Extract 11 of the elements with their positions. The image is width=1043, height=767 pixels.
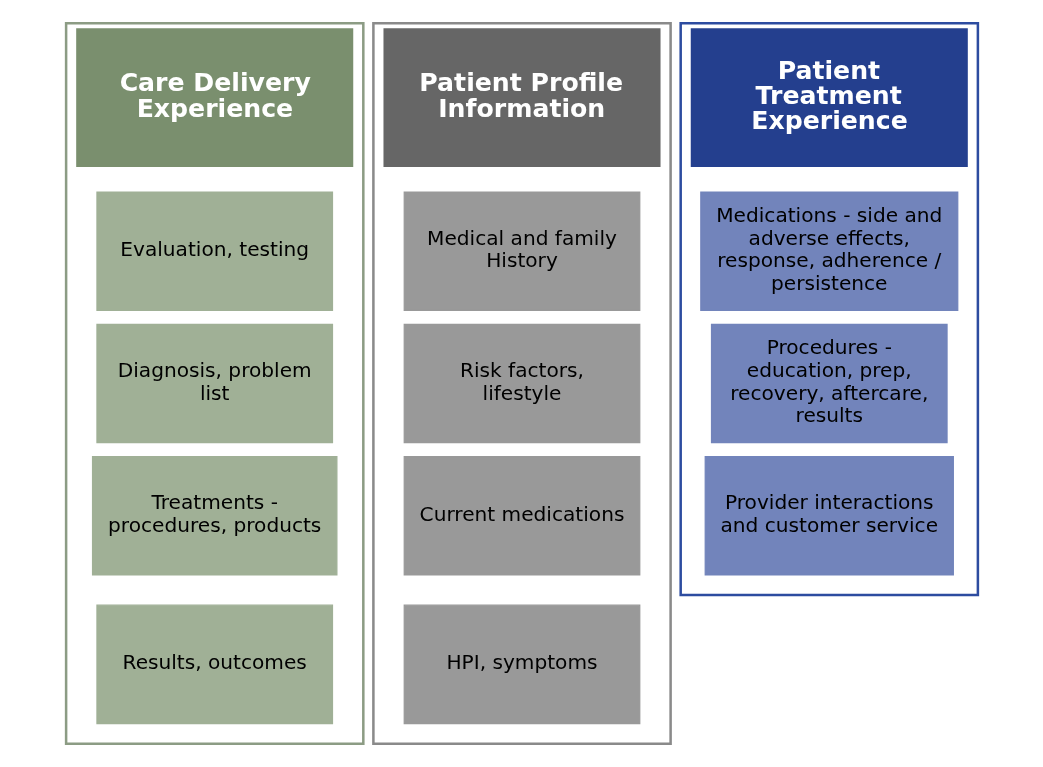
node-box: Treatments - procedures, products bbox=[91, 455, 337, 576]
node-box: Medications - side and adverse effects, response, adherence / persistence bbox=[699, 191, 958, 312]
node-box: Risk factors, lifestyle bbox=[403, 323, 640, 444]
node-box: Procedures - education, prep, recovery, aftercare, results bbox=[710, 323, 948, 444]
node-box: Results, outcomes bbox=[95, 604, 333, 725]
node-box: Medical and family History bbox=[403, 191, 640, 312]
node-box: Current medications bbox=[403, 455, 640, 576]
node-box: Provider interactions and customer service bbox=[704, 455, 954, 576]
node-box: Evaluation, testing bbox=[95, 191, 333, 312]
node-box: Diagnosis, problem list bbox=[95, 323, 333, 444]
node-box: HPI, symptoms bbox=[403, 604, 640, 725]
